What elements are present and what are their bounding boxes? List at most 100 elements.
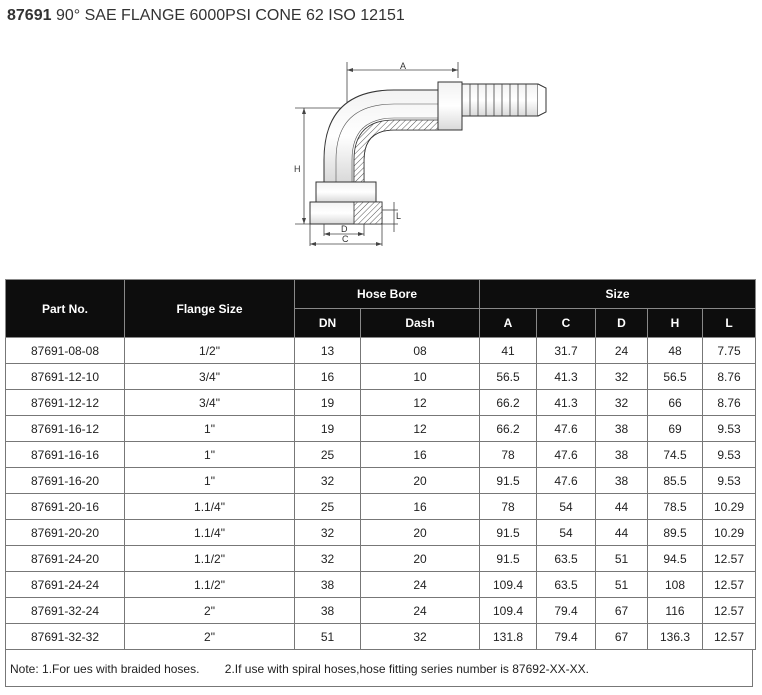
cell-dn: 38 [294, 571, 361, 598]
header-hose-bore: Hose Bore [294, 279, 480, 309]
cell-dash: 24 [360, 597, 480, 624]
note-1: Note: 1.For ues with braided hoses. [10, 662, 200, 676]
cell-a: 131.8 [479, 623, 537, 650]
cell-d: 38 [595, 441, 648, 468]
dim-label-d: D [341, 224, 348, 234]
cell-dash: 20 [360, 519, 480, 546]
cell-part-no: 87691-08-08 [5, 337, 125, 364]
cell-part-no: 87691-20-20 [5, 519, 125, 546]
cell-flange-size: 1.1/4" [124, 519, 295, 546]
cell-flange-size: 3/4" [124, 363, 295, 390]
cell-l: 10.29 [701, 519, 757, 546]
cell-c: 79.4 [536, 623, 596, 650]
header-d: D [595, 308, 648, 338]
cell-dn: 19 [294, 389, 361, 416]
cell-d: 24 [595, 337, 648, 364]
cell-d: 67 [595, 623, 648, 650]
table-row: 87691-20-16 1.1/4" 25 16 78 54 44 78.5 1… [5, 493, 757, 520]
cell-a: 109.4 [479, 597, 537, 624]
cell-h: 48 [647, 337, 703, 364]
header-h: H [647, 308, 703, 338]
fitting-technical-drawing: A H L [294, 61, 547, 246]
cell-dn: 51 [294, 623, 361, 650]
table-row: 87691-32-32 2" 51 32 131.8 79.4 67 136.3… [5, 623, 757, 650]
dimension-d: D [323, 224, 365, 236]
specification-table: Part No. Flange Size Hose Bore Size DN D… [5, 279, 757, 650]
table-row: 87691-08-08 1/2" 13 08 41 31.7 24 48 7.7… [5, 337, 757, 364]
table-row: 87691-12-12 3/4" 19 12 66.2 41.3 32 66 8… [5, 389, 757, 416]
cell-part-no: 87691-32-24 [5, 597, 125, 624]
cell-h: 85.5 [647, 467, 703, 494]
cell-flange-size: 1.1/2" [124, 545, 295, 572]
cell-dash: 20 [360, 467, 480, 494]
cell-part-no: 87691-24-20 [5, 545, 125, 572]
cell-d: 38 [595, 467, 648, 494]
cell-a: 78 [479, 493, 537, 520]
cell-flange-size: 1/2" [124, 337, 295, 364]
cell-c: 54 [536, 493, 596, 520]
cell-c: 47.6 [536, 467, 596, 494]
notes: Note: 1.For ues with braided hoses. 2.If… [5, 649, 753, 687]
table-row: 87691-16-20 1" 32 20 91.5 47.6 38 85.5 9… [5, 467, 757, 494]
table-row: 87691-12-10 3/4" 16 10 56.5 41.3 32 56.5… [5, 363, 757, 390]
cell-flange-size: 3/4" [124, 389, 295, 416]
cell-h: 74.5 [647, 441, 703, 468]
cell-c: 47.6 [536, 415, 596, 442]
cell-d: 51 [595, 571, 648, 598]
cell-dash: 10 [360, 363, 480, 390]
dim-label-h: H [294, 164, 301, 174]
cell-flange-size: 2" [124, 623, 295, 650]
cell-h: 108 [647, 571, 703, 598]
cell-a: 56.5 [479, 363, 537, 390]
cell-part-no: 87691-32-32 [5, 623, 125, 650]
cell-d: 44 [595, 493, 648, 520]
header-l: L [701, 308, 757, 338]
table-row: 87691-24-24 1.1/2" 38 24 109.4 63.5 51 1… [5, 571, 757, 598]
cell-dash: 08 [360, 337, 480, 364]
cell-a: 109.4 [479, 571, 537, 598]
cell-a: 91.5 [479, 519, 537, 546]
cell-l: 12.57 [701, 597, 757, 624]
cell-l: 12.57 [701, 571, 757, 598]
dim-label-a: A [400, 61, 406, 71]
cell-l: 8.76 [701, 389, 757, 416]
header-a: A [479, 308, 537, 338]
cell-dn: 32 [294, 519, 361, 546]
cell-dn: 32 [294, 467, 361, 494]
cell-h: 94.5 [647, 545, 703, 572]
header-dash: Dash [360, 308, 480, 338]
cell-h: 78.5 [647, 493, 703, 520]
cell-l: 7.75 [701, 337, 757, 364]
cell-l: 10.29 [701, 493, 757, 520]
cell-part-no: 87691-24-24 [5, 571, 125, 598]
cell-d: 32 [595, 363, 648, 390]
cell-l: 9.53 [701, 441, 757, 468]
cell-flange-size: 2" [124, 597, 295, 624]
cell-dn: 13 [294, 337, 361, 364]
cell-part-no: 87691-16-20 [5, 467, 125, 494]
cell-dn: 38 [294, 597, 361, 624]
note-2: 2.If use with spiral hoses,hose fitting … [224, 662, 589, 676]
flange-head [309, 181, 383, 225]
cell-dash: 16 [360, 493, 480, 520]
cell-d: 67 [595, 597, 648, 624]
cell-h: 69 [647, 415, 703, 442]
dimension-c: C [309, 224, 383, 246]
cell-part-no: 87691-16-12 [5, 415, 125, 442]
cell-dash: 20 [360, 545, 480, 572]
cell-a: 78 [479, 441, 537, 468]
cell-h: 136.3 [647, 623, 703, 650]
part-series-code: 87691 [7, 7, 52, 24]
cell-c: 63.5 [536, 571, 596, 598]
dim-label-l: L [396, 211, 401, 221]
header-dn: DN [294, 308, 361, 338]
dim-label-c: C [342, 234, 349, 244]
table-row: 87691-16-16 1" 25 16 78 47.6 38 74.5 9.5… [5, 441, 757, 468]
page-title: 87691 90° SAE FLANGE 6000PSI CONE 62 ISO… [7, 7, 405, 25]
cell-dash: 12 [360, 415, 480, 442]
cell-dash: 32 [360, 623, 480, 650]
cell-dash: 24 [360, 571, 480, 598]
table-row: 87691-24-20 1.1/2" 32 20 91.5 63.5 51 94… [5, 545, 757, 572]
table-row: 87691-16-12 1" 19 12 66.2 47.6 38 69 9.5… [5, 415, 757, 442]
elbow-body [323, 89, 440, 183]
